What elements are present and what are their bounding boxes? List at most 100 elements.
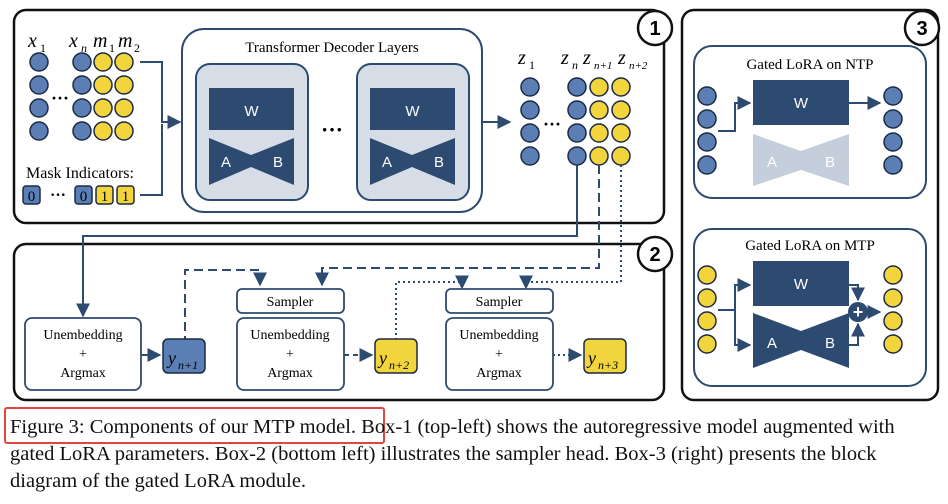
- label-zn2-sub: n+2: [629, 60, 648, 72]
- b-label: B: [434, 154, 444, 171]
- w-block: [370, 88, 455, 130]
- ntp-title: Gated LoRA on NTP: [746, 57, 873, 73]
- mask-indicator-row: 0 ··· 0 1 1: [22, 185, 135, 205]
- input-tokens: [29, 52, 134, 141]
- token-m: [114, 52, 134, 72]
- token: [883, 109, 903, 129]
- dotted-connector: [519, 165, 622, 290]
- label-m1: m: [93, 30, 107, 52]
- box-1-number-badge: [636, 9, 674, 47]
- label-zn1-sub: n+1: [594, 60, 612, 72]
- token-m: [93, 121, 113, 141]
- unembedding-label: Unembedding: [459, 328, 538, 343]
- box-3-number-badge: [903, 9, 941, 47]
- a-label: A: [767, 335, 777, 352]
- token: [883, 155, 903, 175]
- dashed-connector: [315, 165, 600, 287]
- token: [697, 334, 717, 354]
- token-x: [72, 52, 92, 72]
- w-to-sum-arrow: [849, 284, 865, 302]
- token-x: [72, 75, 92, 95]
- lora-ab-block: [370, 138, 455, 185]
- token-z: [520, 123, 540, 143]
- mask-cell: [116, 185, 135, 205]
- token-z: [567, 146, 587, 166]
- output-labels: z 1 z n z n+1 z n+2: [517, 47, 648, 72]
- label-xn: x: [68, 30, 78, 52]
- token-x: [29, 121, 49, 141]
- token-z: [589, 100, 609, 120]
- y-output-base: y: [166, 348, 176, 368]
- token: [883, 265, 903, 285]
- token-m: [93, 98, 113, 118]
- token-z: [589, 77, 609, 97]
- solid-connector: [76, 165, 578, 318]
- ellipsis: ···: [321, 117, 343, 142]
- decoder-layer: W A B: [195, 63, 309, 201]
- sum-node: [848, 302, 868, 322]
- box-1: 1 x 1 x n m 1 m 2: [12, 8, 674, 225]
- lora-ab-block: [209, 138, 294, 185]
- sampler-box: [445, 288, 554, 314]
- w-block: [209, 88, 294, 130]
- gated-lora-mtp-panel: [693, 228, 927, 387]
- box-2: 2 Unembedding + Argmax y n+1 Sampler Une…: [12, 165, 674, 402]
- input-arrow: [140, 61, 182, 129]
- token-z: [520, 146, 540, 166]
- token-z: [520, 100, 540, 120]
- plus-label: +: [286, 347, 294, 362]
- box-2-number-badge: [636, 235, 674, 273]
- box-3-number: 3: [916, 18, 927, 40]
- token-z: [520, 77, 540, 97]
- output-tokens: [520, 77, 631, 166]
- token: [697, 86, 717, 106]
- w-label: W: [794, 95, 809, 112]
- token-z: [589, 123, 609, 143]
- token-z: [611, 77, 631, 97]
- label-zn: z: [560, 47, 569, 69]
- mtp-output-tokens: [883, 265, 903, 354]
- token-z: [611, 100, 631, 120]
- token: [883, 132, 903, 152]
- mask-value: 0: [80, 189, 88, 205]
- token-m: [93, 52, 113, 72]
- y1-to-sampler-connector: [184, 269, 267, 345]
- mask-cell: [95, 185, 114, 205]
- token-z: [567, 123, 587, 143]
- argmax-label: Argmax: [267, 366, 313, 381]
- label-m2: m: [118, 30, 132, 52]
- label-m1-sub: 1: [109, 41, 115, 55]
- sampler-label: Sampler: [267, 295, 314, 310]
- token-z: [589, 146, 609, 166]
- y-output-sub: n+3: [598, 358, 618, 372]
- label-zn2: z: [617, 47, 626, 69]
- ntp-input-arrow: [718, 96, 752, 132]
- ntp-faded-ab-block: [753, 134, 849, 186]
- mtp-input-tokens: [697, 265, 717, 354]
- argmax-label: Argmax: [476, 366, 522, 381]
- token-m: [93, 75, 113, 95]
- token: [697, 132, 717, 152]
- box-2-number: 2: [649, 244, 660, 266]
- mask-cell: [22, 185, 41, 205]
- ellipsis: ···: [50, 187, 66, 204]
- argmax-label: Argmax: [60, 366, 106, 381]
- plus-label: +: [79, 347, 87, 362]
- token-z: [567, 77, 587, 97]
- label-zn-sub: n: [572, 58, 578, 72]
- token-x: [29, 52, 49, 72]
- w-label: W: [244, 103, 259, 120]
- b-label: B: [825, 154, 835, 171]
- token: [883, 288, 903, 308]
- label-m2-sub: 2: [134, 41, 140, 55]
- caption-highlight-box: [4, 407, 385, 444]
- w-label: W: [405, 103, 420, 120]
- decoder-layer: W A B: [356, 63, 470, 201]
- mask-cell: [74, 185, 93, 205]
- y-output-token: [162, 338, 206, 374]
- token-m: [114, 98, 134, 118]
- label-z1-sub: 1: [529, 58, 535, 72]
- y-output-token: [583, 338, 627, 374]
- input-labels: x 1 x n m 1 m 2: [27, 30, 140, 55]
- mtp-w-block: [753, 261, 849, 306]
